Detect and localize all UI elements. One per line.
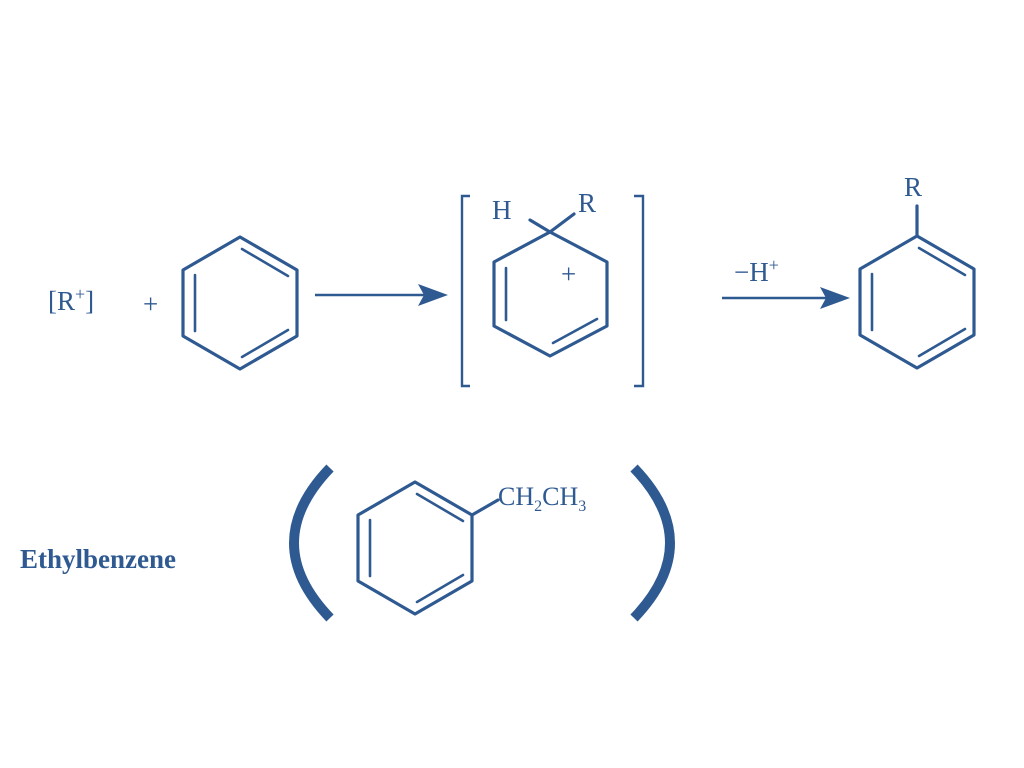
benzene-reactant [181, 235, 299, 371]
cyclohexadienyl-ring [492, 230, 609, 358]
reaction-arrow-2 [722, 287, 850, 309]
plus-sign: + [143, 289, 158, 319]
hydrogen-label: H [492, 195, 512, 225]
right-bracket [634, 194, 645, 388]
right-parenthesis [630, 464, 675, 622]
deprotonation-label: −H+ [734, 255, 779, 287]
bond-to-h [528, 218, 552, 234]
bond-to-r [548, 212, 576, 234]
benzene-ring [181, 235, 299, 371]
double-bond-top-right [415, 492, 465, 523]
electrophile-label: [R+] [48, 284, 94, 316]
ethyl-group-label: CH2CH3 [498, 482, 586, 515]
r-group-label: R [578, 188, 596, 218]
sigma-complex-intermediate: H R + [460, 188, 645, 388]
double-bond-bottom-right [415, 573, 465, 604]
ethylbenzene-structure: CH2CH3 [356, 480, 586, 616]
left-parenthesis [289, 464, 334, 622]
example-name: Ethylbenzene [20, 544, 176, 574]
benzene-ring [356, 480, 474, 616]
double-bond-top-right [240, 247, 290, 278]
arrow-head [418, 284, 448, 306]
double-bond-top-right [917, 246, 967, 277]
double-bond-bottom [551, 317, 599, 345]
substituted-benzene-product: R [858, 172, 976, 370]
left-bracket [460, 194, 470, 388]
arrow-head [820, 287, 850, 309]
product-r-label: R [904, 172, 922, 202]
double-bond-bottom-right [917, 327, 967, 358]
carbocation-charge: + [561, 259, 576, 289]
bond-to-ethyl [470, 498, 500, 517]
double-bond-bottom-right [240, 328, 290, 359]
benzene-ring [858, 234, 976, 370]
reaction-arrow-1 [315, 284, 448, 306]
